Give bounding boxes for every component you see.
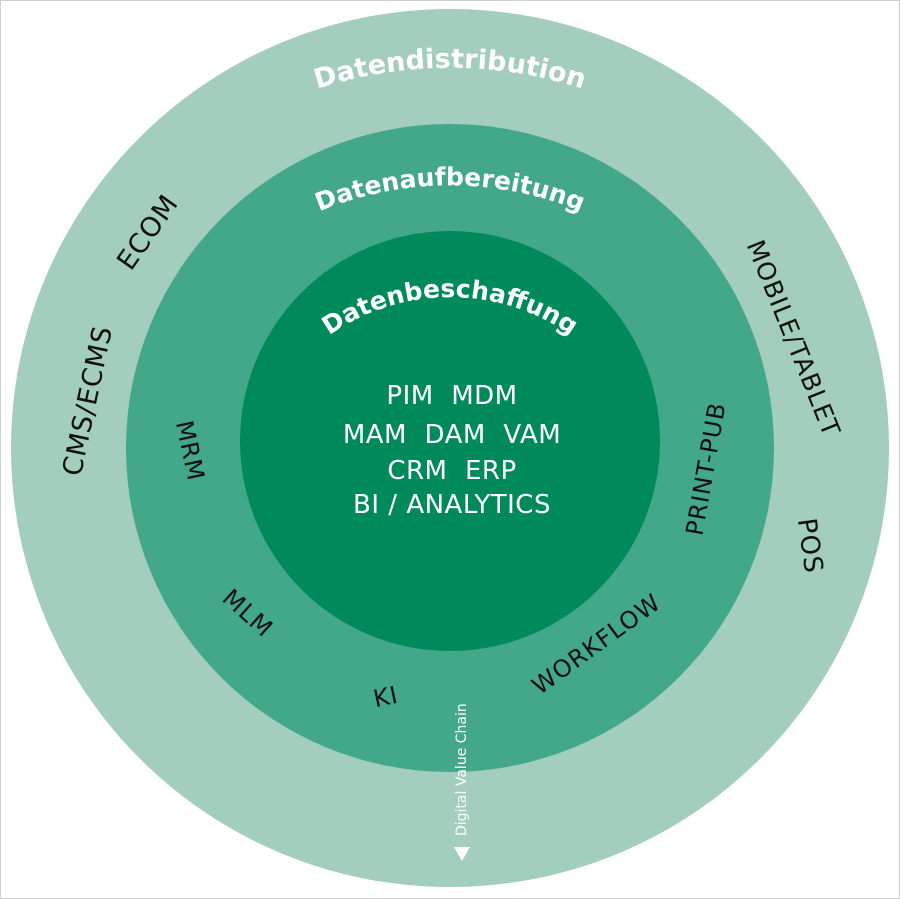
core-line-1: PIM MDM [386,381,517,411]
middle-label-ki: KI [371,681,401,714]
digital-value-chain-label: Digital Value Chain [454,703,470,836]
arrow-down-icon [454,847,470,861]
core-line-2: MAM DAM VAM [343,420,561,450]
core-line-3: CRM ERP [387,456,516,486]
core-line-4: BI / ANALYTICS [353,490,551,520]
inner-circle [240,231,660,651]
